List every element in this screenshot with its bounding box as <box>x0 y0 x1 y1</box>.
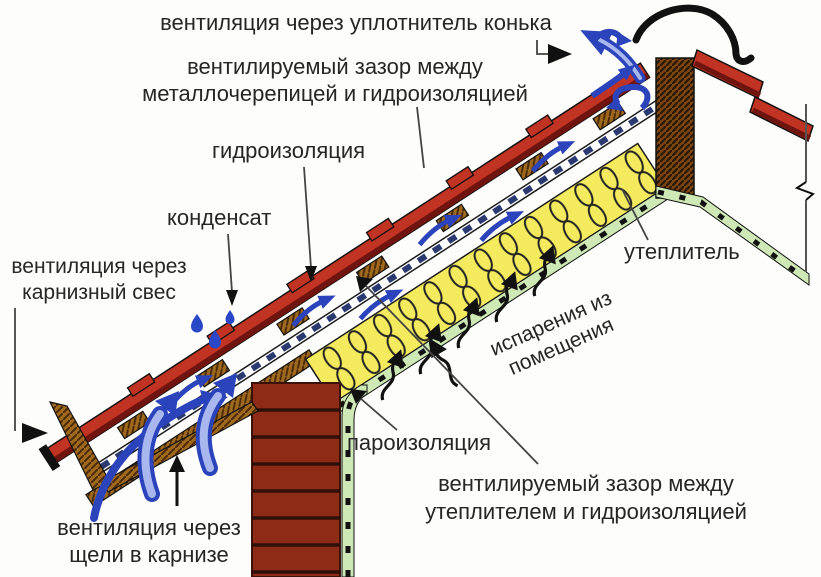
label-cornice-vent-line1: вентиляция через <box>57 515 241 540</box>
leader-gap-insulation <box>365 285 539 465</box>
right-slope-tiles <box>691 48 814 143</box>
label-eaves-vent: вентиляция через карнизный свес <box>0 254 198 306</box>
label-gap-tiles-membrane: вентилируемый зазор между металлочерепиц… <box>112 53 558 107</box>
leader-lines <box>14 40 649 506</box>
label-waterproofing: гидроизоляция <box>212 138 366 163</box>
label-cornice-vent: вентиляция через щели в карнизе <box>38 514 260 568</box>
label-gap-insulation-line2: утеплителем и гидроизоляцией <box>425 499 747 524</box>
airflow-gap-insulation <box>358 211 525 321</box>
label-eaves-vent-line1: вентиляция через <box>11 255 187 278</box>
leader-ridge-vent <box>536 40 548 55</box>
label-vapor-barrier: пароизоляция <box>347 430 492 455</box>
ridge-cap <box>632 4 755 65</box>
roof-slope-layers <box>38 62 675 508</box>
leader-waterproofing <box>303 166 312 269</box>
leader-condensate <box>227 233 233 293</box>
label-condensate: конденсат <box>167 205 272 230</box>
condensate-drops <box>191 310 235 349</box>
brick-wall <box>251 382 341 577</box>
label-gap-tiles-line1: вентилируемый зазор между <box>187 54 483 79</box>
label-gap-tiles-line2: металлочерепицей и гидроизоляцией <box>142 81 528 106</box>
right-ceiling-strip <box>655 185 810 286</box>
leader-insulation <box>621 188 649 241</box>
metal-tiles <box>38 62 651 471</box>
right-wall-edge <box>794 104 815 272</box>
label-gap-insulation-membrane: вентилируемый зазор между утеплителем и … <box>416 470 756 526</box>
ridge-beam <box>655 57 695 199</box>
label-gap-insulation-line1: вентилируемый зазор между <box>438 471 734 496</box>
eaves-airflow <box>90 373 237 522</box>
ridge-airflow <box>580 28 651 111</box>
label-ridge-vent: вентиляция через уплотнитель конька <box>160 10 552 35</box>
eaves-drip-edge <box>38 444 61 471</box>
leader-gap-tiles <box>416 106 425 169</box>
leader-arrowheads <box>22 44 572 472</box>
label-insulation: утеплитель <box>624 239 740 264</box>
leader-vapor-barrier <box>359 397 398 431</box>
steam-arrows <box>380 245 556 401</box>
vapor-barrier-wall <box>341 384 368 577</box>
label-eaves-vent-line2: карнизный свес <box>22 281 176 304</box>
label-cornice-vent-line2: щели в карнизе <box>69 542 229 567</box>
